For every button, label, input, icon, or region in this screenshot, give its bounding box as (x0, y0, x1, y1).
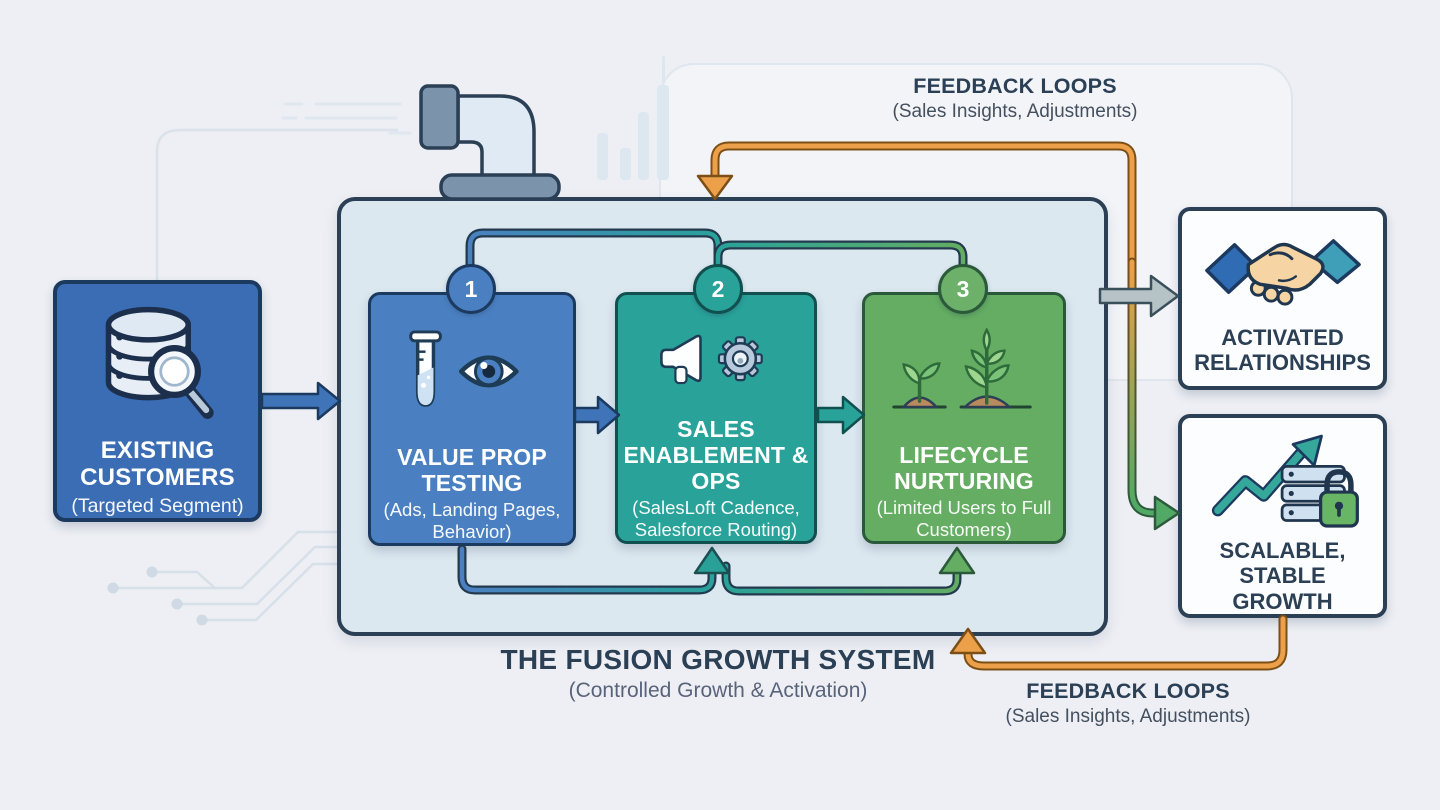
system-title-main: THE FUSION GROWTH SYSTEM (500, 644, 936, 675)
activated-relationships-box: ACTIVATED RELATIONSHIPS (1178, 207, 1387, 390)
step-label: VALUE PROP TESTING (397, 443, 547, 496)
feedback-bottom-sub: (Sales Insights, Adjustments) (1005, 706, 1251, 727)
outcome-label: SCALABLE, STABLE GROWTH (1219, 538, 1346, 614)
step-label: LIFECYCLE NURTURING (894, 441, 1034, 494)
feedback-top-sub: (Sales Insights, Adjustments) (892, 101, 1138, 122)
feedback-bottom-title: FEEDBACK LOOPS (1026, 679, 1230, 703)
step-sub: (Ads, Landing Pages, Behavior) (383, 499, 561, 543)
arrow-container-to-growth (1127, 257, 1181, 531)
circuit-traces-decor (107, 530, 350, 626)
feedback-loop-bottom-label: FEEDBACK LOOPS (Sales Insights, Adjustme… (908, 679, 1348, 728)
growth-arrowhead (1291, 434, 1323, 467)
existing-customers-box: EXISTING CUSTOMERS (Targeted Segment) (53, 280, 262, 522)
step-box-value-prop-testing: VALUE PROP TESTING (Ads, Landing Pages, … (368, 292, 576, 546)
step-number: 1 (464, 275, 478, 302)
sprout-large-icon (959, 327, 1032, 409)
step-number: 3 (956, 275, 970, 302)
megaphone-icon (660, 334, 702, 385)
step-box-lifecycle-nurturing: LIFECYCLE NURTURING (Limited Users to Fu… (862, 292, 1066, 544)
feedback-top-title: FEEDBACK LOOPS (913, 74, 1117, 98)
scalable-growth-box: SCALABLE, STABLE GROWTH (1178, 414, 1387, 618)
eye-icon (458, 355, 519, 388)
outcome-label: ACTIVATED RELATIONSHIPS (1194, 325, 1371, 376)
step-sub: (Limited Users to Full Customers) (876, 497, 1052, 541)
step-sub: (SalesLoft Cadence, Salesforce Routing) (632, 497, 800, 541)
system-title: THE FUSION GROWTH SYSTEM (Controlled Gro… (468, 644, 968, 703)
growth-servers-lock-icon (1211, 434, 1359, 528)
database-search-icon (105, 306, 214, 419)
arrow-container-to-relationships (1098, 274, 1180, 318)
source-box-sub: (Targeted Segment) (71, 494, 244, 517)
step-label: SALES ENABLEMENT & OPS (623, 416, 809, 494)
padlock-icon (1318, 469, 1359, 528)
gear-icon (717, 336, 763, 382)
bar-chart-decor (597, 56, 669, 180)
pipe-icon (419, 84, 561, 201)
handshake-icon (1204, 239, 1361, 306)
step-number-badge-2: 2 (693, 264, 743, 314)
test-tube-icon (409, 330, 442, 407)
arrow-source-to-container (260, 381, 342, 421)
speed-lines (281, 102, 412, 135)
step-box-sales-enablement: SALES ENABLEMENT & OPS (SalesLoft Cadenc… (615, 292, 817, 544)
feedback-loop-top-label: FEEDBACK LOOPS (Sales Insights, Adjustme… (790, 74, 1240, 123)
sprout-small-icon (892, 362, 947, 409)
step-number: 2 (711, 275, 725, 302)
source-box-label: EXISTING CUSTOMERS (80, 437, 235, 491)
step-number-badge-1: 1 (446, 264, 496, 314)
system-title-sub: (Controlled Growth & Activation) (568, 679, 868, 702)
step-number-badge-3: 3 (938, 264, 988, 314)
